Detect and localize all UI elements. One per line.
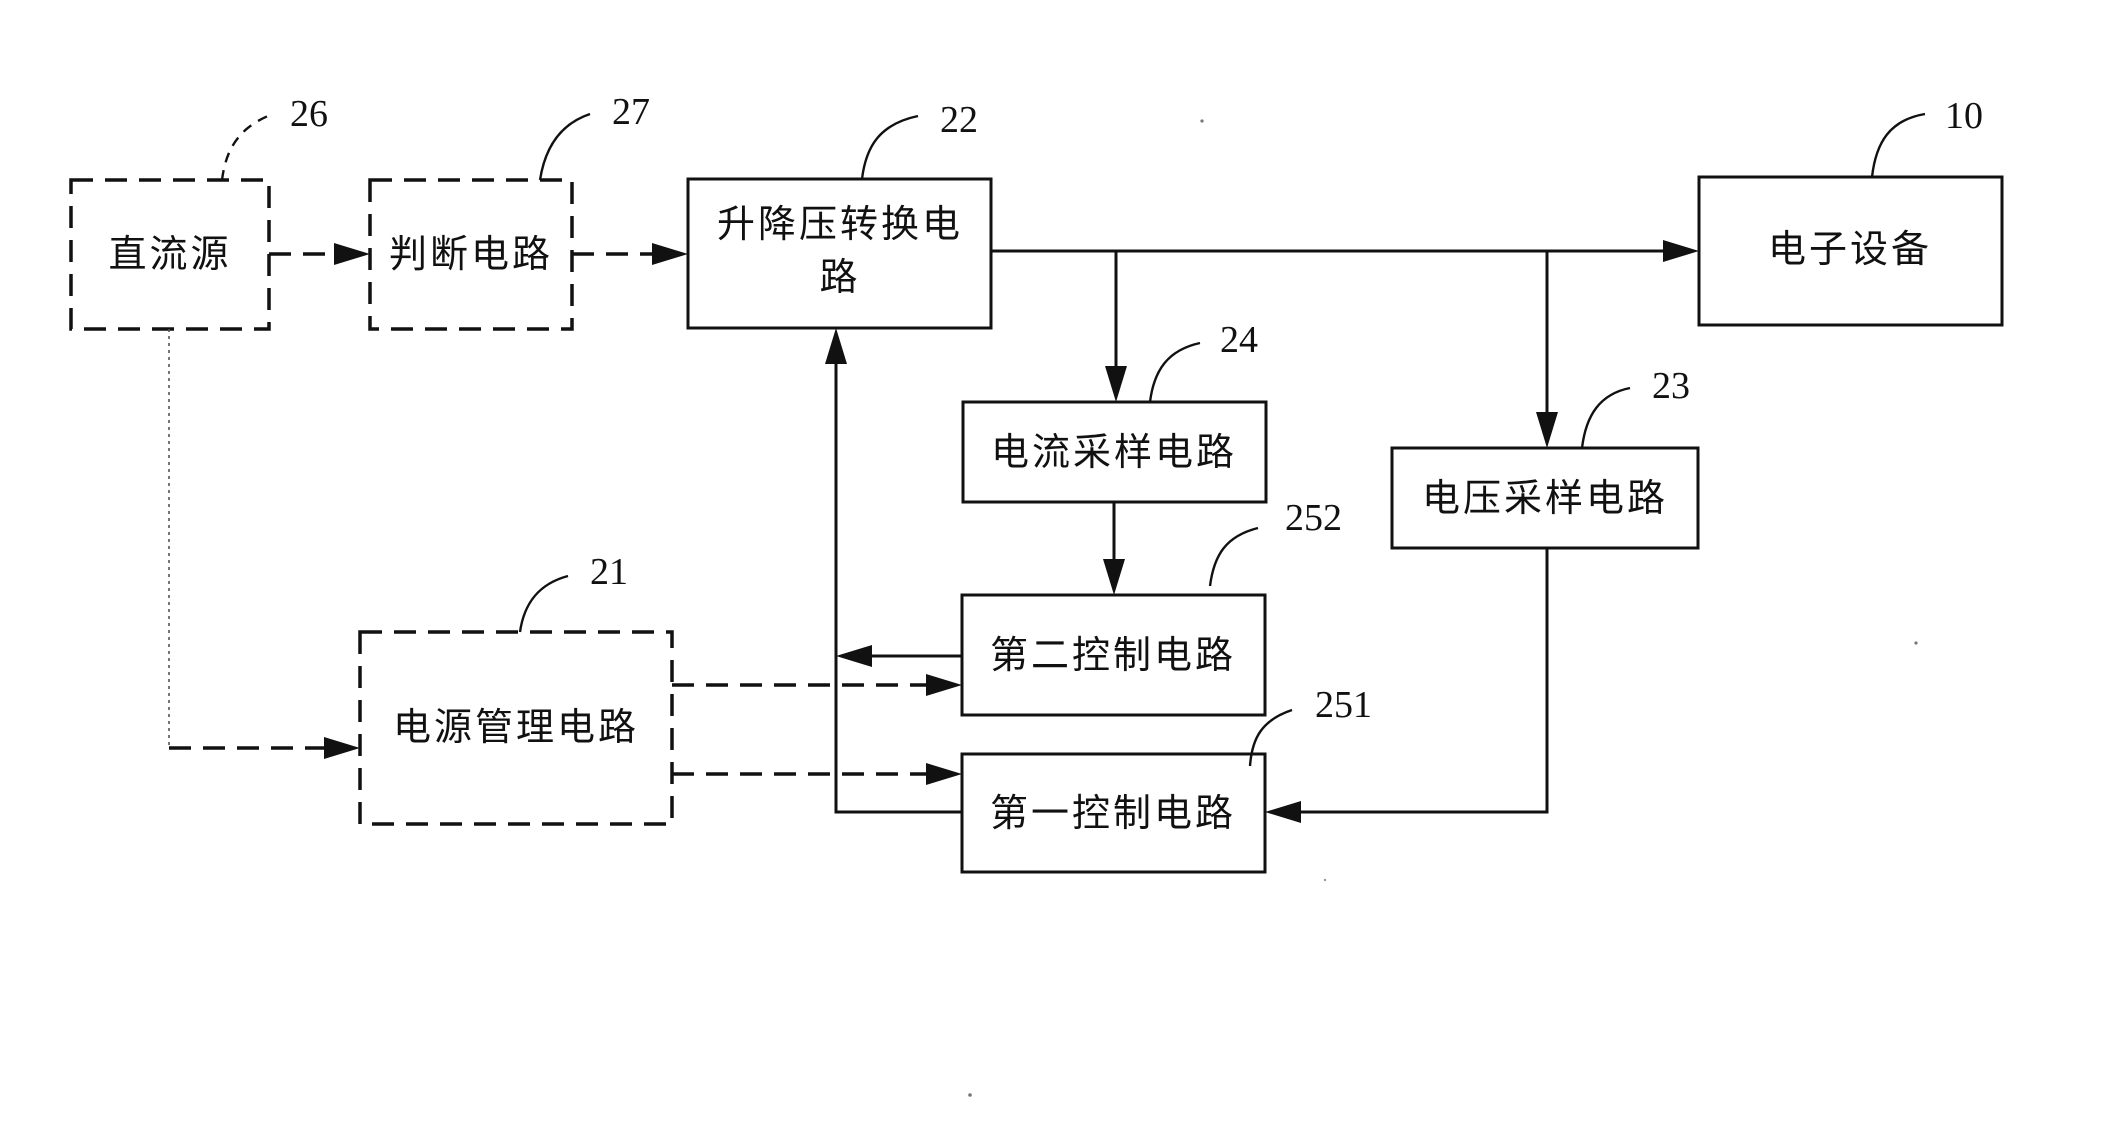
arrowhead-power-management [324, 737, 360, 759]
leader-27 [538, 112, 591, 181]
dc-source-label: 直流源 [108, 232, 231, 276]
node-voltage-sampling: 电压采样电路 [1390, 446, 1700, 550]
node-buck-boost-converter: 升降压转换电 路 [686, 177, 993, 330]
scan-speck [1323, 878, 1327, 882]
power-management-label: 电源管理电路 [393, 705, 639, 749]
arrowhead-converter [652, 243, 688, 265]
voltage-sampling-label: 电压采样电路 [1422, 476, 1668, 520]
arrowhead-feedback-junction [836, 645, 872, 667]
ref-252: 252 [1285, 497, 1342, 539]
arrowhead-second-control [1103, 559, 1125, 595]
leader-26 [220, 114, 269, 181]
leader-252 [1208, 526, 1259, 587]
ref-23: 23 [1652, 365, 1690, 407]
ref-27: 27 [612, 91, 650, 133]
ref-24: 24 [1220, 319, 1258, 361]
scan-speck [1200, 119, 1204, 123]
leader-251 [1248, 708, 1293, 767]
ref-21: 21 [590, 551, 628, 593]
arrowhead-first-control [1265, 801, 1301, 823]
arrowhead-voltage-sampling [1536, 412, 1558, 448]
arrowhead-pm-first [926, 763, 962, 785]
edge-first-control-feedback [834, 364, 962, 814]
ref-251: 251 [1315, 684, 1372, 726]
leader-21 [518, 574, 569, 633]
node-first-control: 第一控制电路 [960, 752, 1267, 874]
device-label: 电子设备 [1768, 227, 1932, 271]
edge-voltage-to-first-control [1301, 548, 1549, 814]
arrowhead-converter-feedback [825, 328, 847, 364]
leader-10 [1870, 112, 1926, 178]
judge-circuit-label: 判断电路 [389, 232, 553, 276]
arrowhead-current-sampling [1105, 366, 1127, 402]
first-control-label: 第一控制电路 [990, 791, 1236, 835]
current-sampling-label: 电流采样电路 [991, 430, 1237, 474]
converter-label-line1: 升降压转换电 [717, 202, 963, 246]
ref-26: 26 [290, 93, 328, 135]
node-electronic-device: 电子设备 [1697, 175, 2004, 327]
node-current-sampling: 电流采样电路 [961, 400, 1268, 504]
node-dc-source: 直流源 [69, 178, 271, 331]
node-power-management: 电源管理电路 [358, 630, 674, 826]
arrowhead-pm-second [926, 674, 962, 696]
converter-label-line2: 路 [819, 255, 860, 299]
leader-23 [1580, 386, 1631, 449]
scan-speck [968, 1093, 972, 1097]
arrowhead-device [1663, 240, 1699, 262]
node-second-control: 第二控制电路 [960, 593, 1267, 717]
arrowhead-judge [334, 243, 370, 265]
leader-22 [860, 114, 919, 180]
ref-10: 10 [1945, 95, 1983, 137]
ref-22: 22 [940, 99, 978, 141]
second-control-label: 第二控制电路 [990, 633, 1236, 677]
node-judge-circuit: 判断电路 [368, 178, 574, 331]
scan-speck [1914, 641, 1918, 645]
leader-24 [1148, 341, 1201, 403]
